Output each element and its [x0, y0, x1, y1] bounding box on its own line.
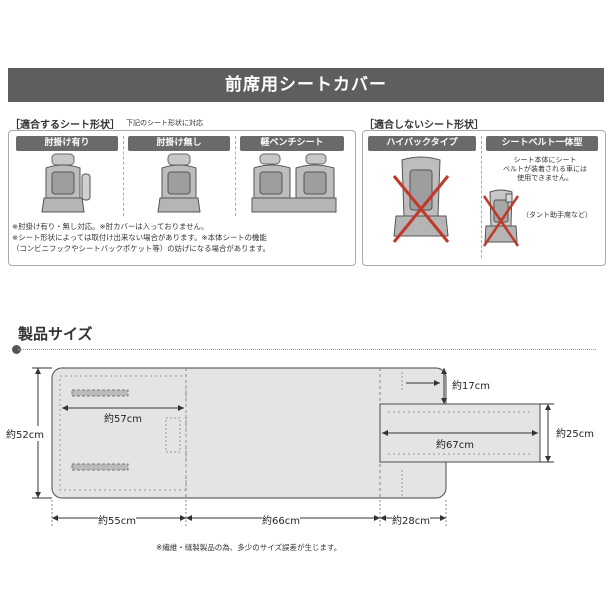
title-banner: 前席用シートカバー [8, 68, 604, 102]
page-title: 前席用シートカバー [225, 75, 387, 95]
seat-bench-illustration [251, 153, 337, 213]
seat-belt-integrated-illustration [482, 189, 520, 247]
note-line: （コンビニフックやシートバックポケット等）の妨げになる場合があります。 [12, 244, 270, 253]
divider [123, 136, 124, 216]
tag-belt-integrated: シートベルト一体型 [486, 136, 598, 151]
divider [235, 136, 236, 216]
belt-warning: シート本体にシート ベルトが装着される車には 使用できません。 [494, 156, 596, 183]
note-line: ※シート形状によっては取付け出来ない場合があります。※本体シートの機能 [12, 233, 267, 242]
belt-warning-line: ベルトが装着される車には [503, 165, 587, 173]
compatible-heading: ［適合するシート形状］ [10, 120, 120, 131]
tag-bench-seat: 軽ベンチシート [240, 136, 344, 151]
belt-example: （タント助手席など） [522, 211, 592, 219]
heading-rule [18, 349, 596, 350]
dim-bottom-left-label: 約55cm [98, 512, 136, 527]
seat-high-back-illustration [392, 156, 450, 243]
size-tolerance-note: ※繊維・縫製製品の為、多少のサイズ誤差が生じます。 [156, 543, 342, 552]
incompatible-heading: ［適合しないシート形状］ [364, 120, 484, 131]
bullet-dot [12, 345, 21, 354]
size-heading: 製品サイズ [18, 325, 93, 343]
dim-bottom-mid-label: 約66cm [262, 512, 300, 527]
compatible-subnote: 下記のシート形状に対応 [126, 119, 203, 127]
belt-warning-line: シート本体にシート [513, 156, 577, 164]
tag-high-back: ハイバックタイプ [368, 136, 476, 151]
seat-no-armrest-illustration [157, 153, 201, 213]
dim-flap-height-label: 約17cm [452, 381, 490, 392]
tag-armrest-no: 肘掛け無し [128, 136, 230, 151]
note-line: ※肘掛け有り・無し対応。※肘カバーは入っておりません。 [12, 222, 209, 231]
seat-armrest-illustration [41, 153, 91, 213]
dim-bottom-right-label: 約28cm [392, 512, 430, 527]
cover-diagram [32, 367, 554, 528]
divider [481, 136, 482, 258]
belt-warning-line: 使用できません。 [517, 174, 573, 182]
dim-tab-height-label: 約25cm [556, 429, 594, 440]
dim-inner-width-label: 約57cm [104, 414, 142, 425]
dim-height-label: 約52cm [6, 426, 44, 441]
tag-armrest-yes: 肘掛け有り [16, 136, 118, 151]
dim-tab-width-label: 約67cm [436, 436, 474, 451]
compatible-notes: ※肘掛け有り・無し対応。※肘カバーは入っておりません。 ※シート形状によっては取… [12, 221, 270, 254]
